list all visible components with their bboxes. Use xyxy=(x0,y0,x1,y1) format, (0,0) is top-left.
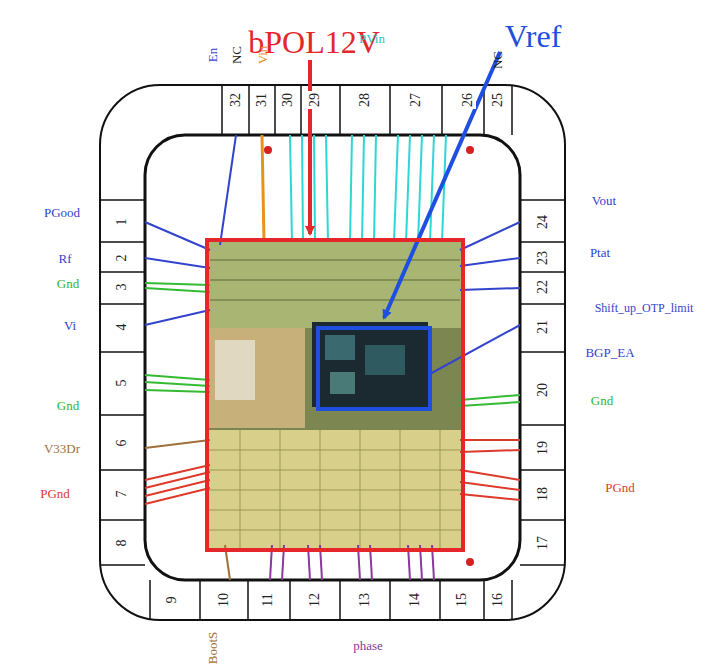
pin-name: PGood xyxy=(42,205,82,220)
pin-number: 32 xyxy=(228,91,244,109)
pin-number: 4 xyxy=(114,322,130,333)
pin-name: Ptat xyxy=(588,245,612,260)
pin-name: phase xyxy=(351,638,385,653)
pin-name: Rf xyxy=(57,251,74,266)
pin-number: 1 xyxy=(114,217,130,228)
pin-number: 17 xyxy=(535,534,551,552)
pin-name: PGnd xyxy=(38,486,72,501)
pin-number: 23 xyxy=(535,249,551,267)
pin-name: NC xyxy=(490,49,505,71)
pin-name: Vi xyxy=(62,318,78,333)
pin-number: 30 xyxy=(280,91,296,109)
pin-name: Gnd xyxy=(55,398,81,413)
pin-number: 27 xyxy=(408,91,424,109)
pin-name: PGnd xyxy=(603,480,637,495)
pin-name: BootS xyxy=(205,630,220,667)
pin-number: 2 xyxy=(114,253,130,264)
vref-block: Vref xyxy=(316,326,432,411)
pin-number: 10 xyxy=(216,591,232,609)
pin-number: 16 xyxy=(490,591,506,609)
pin-number: 18 xyxy=(535,485,551,503)
pin-name: NC xyxy=(229,44,244,66)
pin-number: 7 xyxy=(114,489,130,500)
pin-number: 3 xyxy=(114,282,130,293)
pin-number: 29 xyxy=(307,91,323,109)
pin-number: 14 xyxy=(407,591,423,609)
pin-name: Vin xyxy=(255,44,270,67)
pin-name: En xyxy=(205,46,220,64)
pin-number: 20 xyxy=(535,381,551,399)
pin-number: 12 xyxy=(307,591,323,609)
pin-name: Shift_up_OTP_limit xyxy=(593,301,696,315)
pin-number: 8 xyxy=(114,538,130,549)
die-outline: bPOL12VVref xyxy=(205,238,465,552)
block-heading: Vref xyxy=(502,20,565,52)
pin-name: Gnd xyxy=(589,393,615,408)
pin-number: 19 xyxy=(535,439,551,457)
pin-number: 6 xyxy=(114,438,130,449)
pin-number: 15 xyxy=(454,591,470,609)
pin-number: 21 xyxy=(535,318,551,336)
pin-name: V33Dr xyxy=(42,441,82,456)
pin-number: 25 xyxy=(490,91,506,109)
pin-number: 11 xyxy=(260,591,276,608)
pin-number: 5 xyxy=(114,378,130,389)
pin-number: 13 xyxy=(357,591,373,609)
pin-name: Vout xyxy=(590,193,618,208)
pin-number: 22 xyxy=(535,278,551,296)
pin-number: 9 xyxy=(164,595,180,606)
pin-name: BGP_EA xyxy=(583,345,636,360)
pin-name: Gnd xyxy=(55,276,81,291)
pin-number: 24 xyxy=(535,213,551,231)
pin-name: PVin xyxy=(357,31,387,46)
pin-number: 28 xyxy=(357,91,373,109)
pin-number: 26 xyxy=(460,91,476,109)
pin-number: 31 xyxy=(254,91,270,109)
